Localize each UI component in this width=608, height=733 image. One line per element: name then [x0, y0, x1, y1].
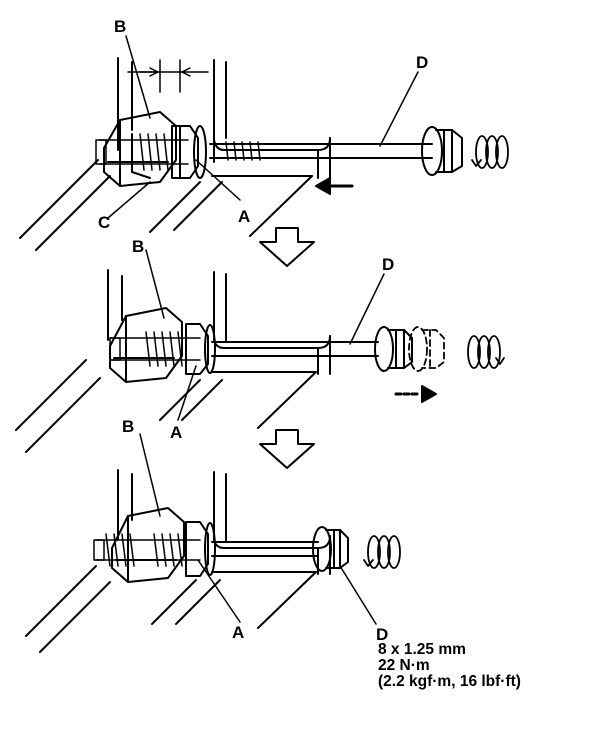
dimension-marker — [127, 59, 209, 93]
rotation-arrow-icon — [363, 535, 401, 569]
callout-d-1: D — [416, 53, 429, 72]
adjuster-bracket — [103, 111, 177, 187]
threaded-sleeve — [93, 533, 201, 567]
panel-3-install — [25, 433, 401, 653]
torque-alt-units: (2.2 kgf·m, 16 lbf·ft) — [378, 673, 521, 690]
callout-a-2: A — [170, 423, 183, 442]
callout-d-3: D — [376, 625, 389, 644]
bolt-head — [374, 326, 413, 372]
leader-lines — [139, 433, 377, 625]
callout-b-1: B — [114, 17, 127, 36]
next-step-arrow-icon — [259, 227, 315, 267]
threaded-sleeve — [95, 133, 189, 171]
rod — [209, 139, 433, 163]
callout-c-1: C — [98, 213, 111, 232]
callout-b-2: B — [132, 237, 145, 256]
adjuster-bracket — [109, 307, 183, 383]
callout-a-1: A — [238, 207, 251, 226]
frame-lines — [25, 469, 331, 653]
rod — [211, 541, 319, 557]
bolt-head — [421, 126, 463, 176]
frame-lines — [19, 57, 331, 251]
bolt-ghost-outline — [408, 326, 445, 372]
torque-spec: 8 x 1.25 mm 22 N·m (2.2 kgf·m, 16 lbf·ft… — [378, 642, 521, 690]
callout-b-3: B — [122, 417, 135, 436]
callout-a-3: A — [232, 623, 245, 642]
lock-nut — [185, 521, 216, 577]
push-arrow-icon — [315, 177, 354, 195]
leader-lines — [145, 249, 385, 421]
bolt-head — [312, 526, 349, 572]
rotation-arrow-icon — [467, 335, 505, 369]
pull-arrow-icon — [394, 385, 437, 403]
torque-value: 22 N·m — [378, 657, 430, 674]
lock-nut — [185, 323, 216, 375]
next-step-arrow-icon — [259, 429, 315, 469]
leader-lines — [107, 35, 419, 219]
lock-nut — [171, 125, 207, 179]
bolt-size: 8 x 1.25 mm — [378, 641, 466, 658]
panel-2-remove — [15, 249, 505, 453]
panel-1-loosen — [19, 35, 509, 251]
callout-d-2: D — [382, 255, 395, 274]
rotation-arrow-icon — [471, 135, 509, 169]
